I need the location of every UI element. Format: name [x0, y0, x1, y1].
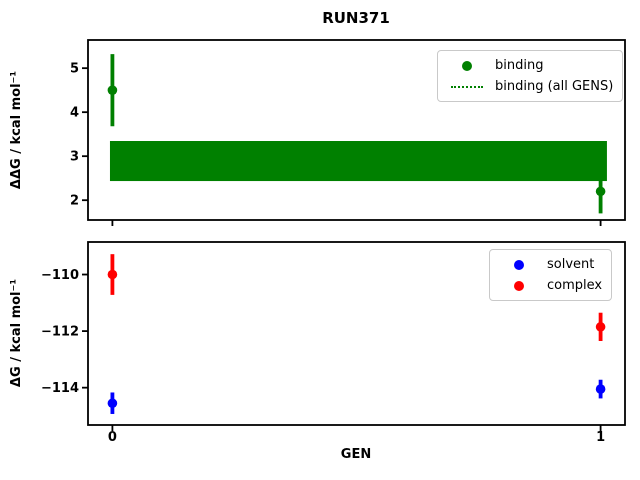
top-y-axis-label: ΔΔG / kcal mol⁻¹ — [9, 71, 24, 189]
solvent-dot-icon — [514, 259, 524, 270]
y-tick-label: −110 — [41, 268, 79, 283]
legend-item-complex: complex — [499, 275, 602, 296]
x-axis-label: GEN — [341, 447, 371, 462]
y-tick-label: 3 — [70, 150, 79, 165]
legend-bottom: solvent complex — [489, 249, 613, 301]
axes-frame — [87, 241, 626, 426]
chart-title: RUN371 — [322, 9, 390, 27]
data-point-solvent — [107, 398, 118, 409]
legend-item-binding-all-gens: binding (all GENS) — [447, 76, 613, 97]
legend-item-binding: binding — [447, 55, 613, 76]
complex-dot-icon — [514, 280, 524, 291]
data-point-binding — [107, 85, 118, 95]
chart-marks: 5 4 3 2 −110 −112 −114 0 1 — [41, 39, 626, 445]
data-point-complex — [107, 269, 118, 280]
bottom-y-axis-label: ΔG / kcal mol⁻¹ — [9, 279, 24, 387]
legend-label: binding — [495, 58, 544, 73]
axes-frame — [87, 39, 626, 221]
x-tick-label: 0 — [108, 430, 117, 445]
legend-top: binding binding (all GENS) — [437, 50, 624, 102]
y-tick-label: 4 — [70, 106, 79, 121]
binding-all-gens-dotted-line-icon — [451, 85, 483, 88]
legend-item-solvent: solvent — [499, 254, 602, 275]
legend-label: complex — [547, 278, 603, 293]
y-tick-label: −114 — [41, 381, 79, 396]
data-point-complex — [595, 322, 606, 332]
legend-label: solvent — [547, 257, 595, 272]
x-tick-label: 1 — [596, 430, 605, 445]
binding-dot-icon — [462, 60, 472, 71]
y-tick-label: −112 — [41, 325, 79, 340]
y-tick-label: 5 — [70, 62, 79, 77]
uncertainty-band — [109, 141, 607, 182]
y-tick-label: 2 — [70, 194, 79, 209]
data-point-binding — [595, 186, 606, 197]
data-point-solvent — [595, 384, 606, 394]
legend-label: binding (all GENS) — [495, 79, 614, 94]
